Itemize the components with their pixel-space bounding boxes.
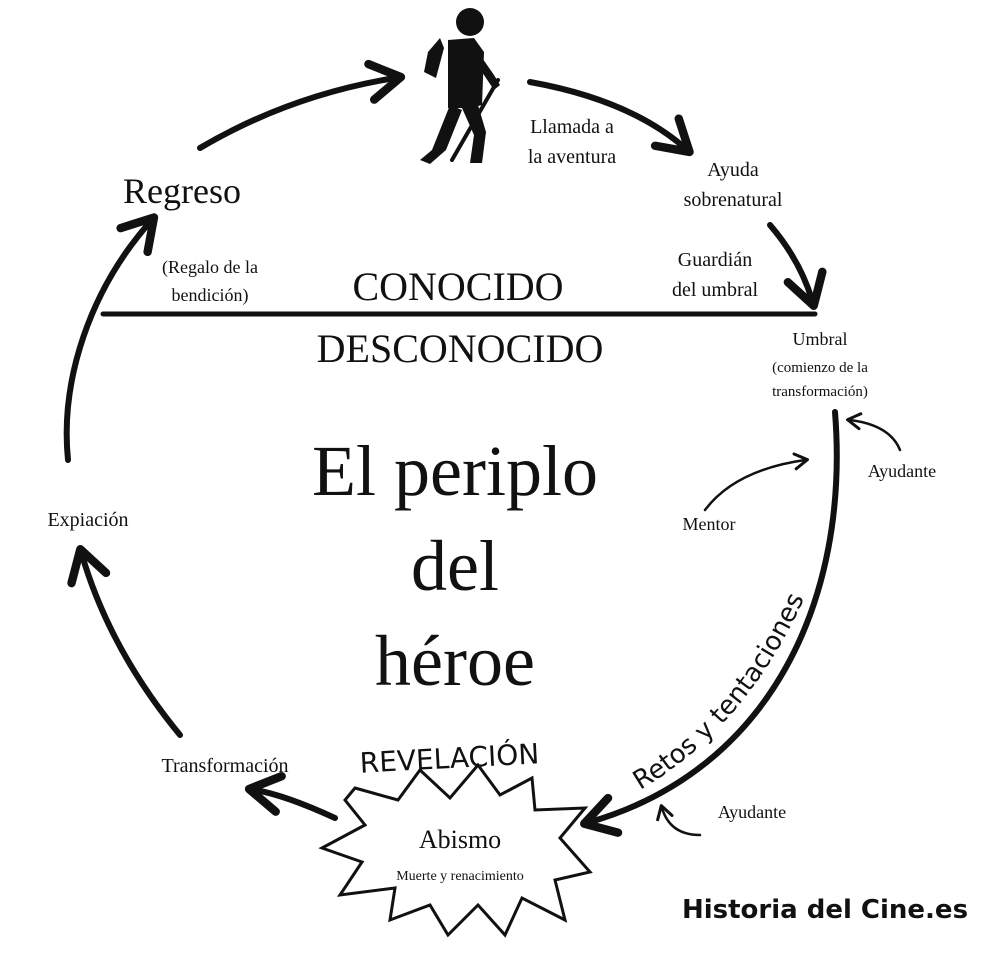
trials-label-path: Retos y tentaciones xyxy=(628,588,811,796)
return-sub-label-1: (Regalo de la xyxy=(162,257,258,278)
title-line-2: del xyxy=(411,526,499,606)
helper-top-label: Ayudante xyxy=(868,461,936,481)
helper-bottom-arrow xyxy=(656,804,702,837)
call-label-1: Llamada a xyxy=(530,116,614,138)
revelation-label: REVELACIÓN xyxy=(359,736,540,779)
known-label: CONOCIDO xyxy=(352,264,563,309)
arc-return-up xyxy=(63,213,159,463)
abyss-sub-label: Muerte y renacimiento xyxy=(396,869,524,884)
threshold-label-2: (comienzo de la xyxy=(772,360,868,376)
arc-atonement xyxy=(67,545,183,738)
arc-return-top xyxy=(197,59,406,151)
arc-trials xyxy=(580,409,840,837)
title-block: El periplo del héroe xyxy=(312,431,598,701)
transformation-label: Transformación xyxy=(161,755,288,777)
call-label-2: la aventura xyxy=(528,146,616,168)
unknown-label: DESCONOCIDO xyxy=(317,326,604,371)
starburst-icon xyxy=(318,762,593,938)
supernatural-aid-label-2: sobrenatural xyxy=(684,189,783,211)
return-label: Regreso xyxy=(123,171,241,211)
hiker-icon xyxy=(420,8,500,164)
threshold-label-3: transformación) xyxy=(772,384,868,400)
arc-call xyxy=(527,79,694,157)
threshold-guardian-label-1: Guardián xyxy=(678,249,752,271)
trials-label: Retos y tentaciones xyxy=(628,588,811,796)
threshold-label-1: Umbral xyxy=(793,329,848,349)
watermark: Historia del Cine.es xyxy=(682,895,968,925)
title-line-3: héroe xyxy=(375,621,535,701)
arc-threshold xyxy=(767,222,827,310)
atonement-label: Expiación xyxy=(47,509,128,531)
threshold-guardian-label-2: del umbral xyxy=(672,279,759,301)
mentor-arrow xyxy=(703,452,809,512)
helper-top-arrow xyxy=(846,412,902,452)
abyss-label: Abismo xyxy=(419,825,501,854)
mentor-label: Mentor xyxy=(683,514,736,534)
arc-transformation xyxy=(244,771,338,821)
return-sub-label-2: bendición) xyxy=(172,285,249,306)
supernatural-aid-label-1: Ayuda xyxy=(707,159,759,181)
title-line-1: El periplo xyxy=(312,431,598,511)
helper-bottom-label: Ayudante xyxy=(718,802,786,822)
